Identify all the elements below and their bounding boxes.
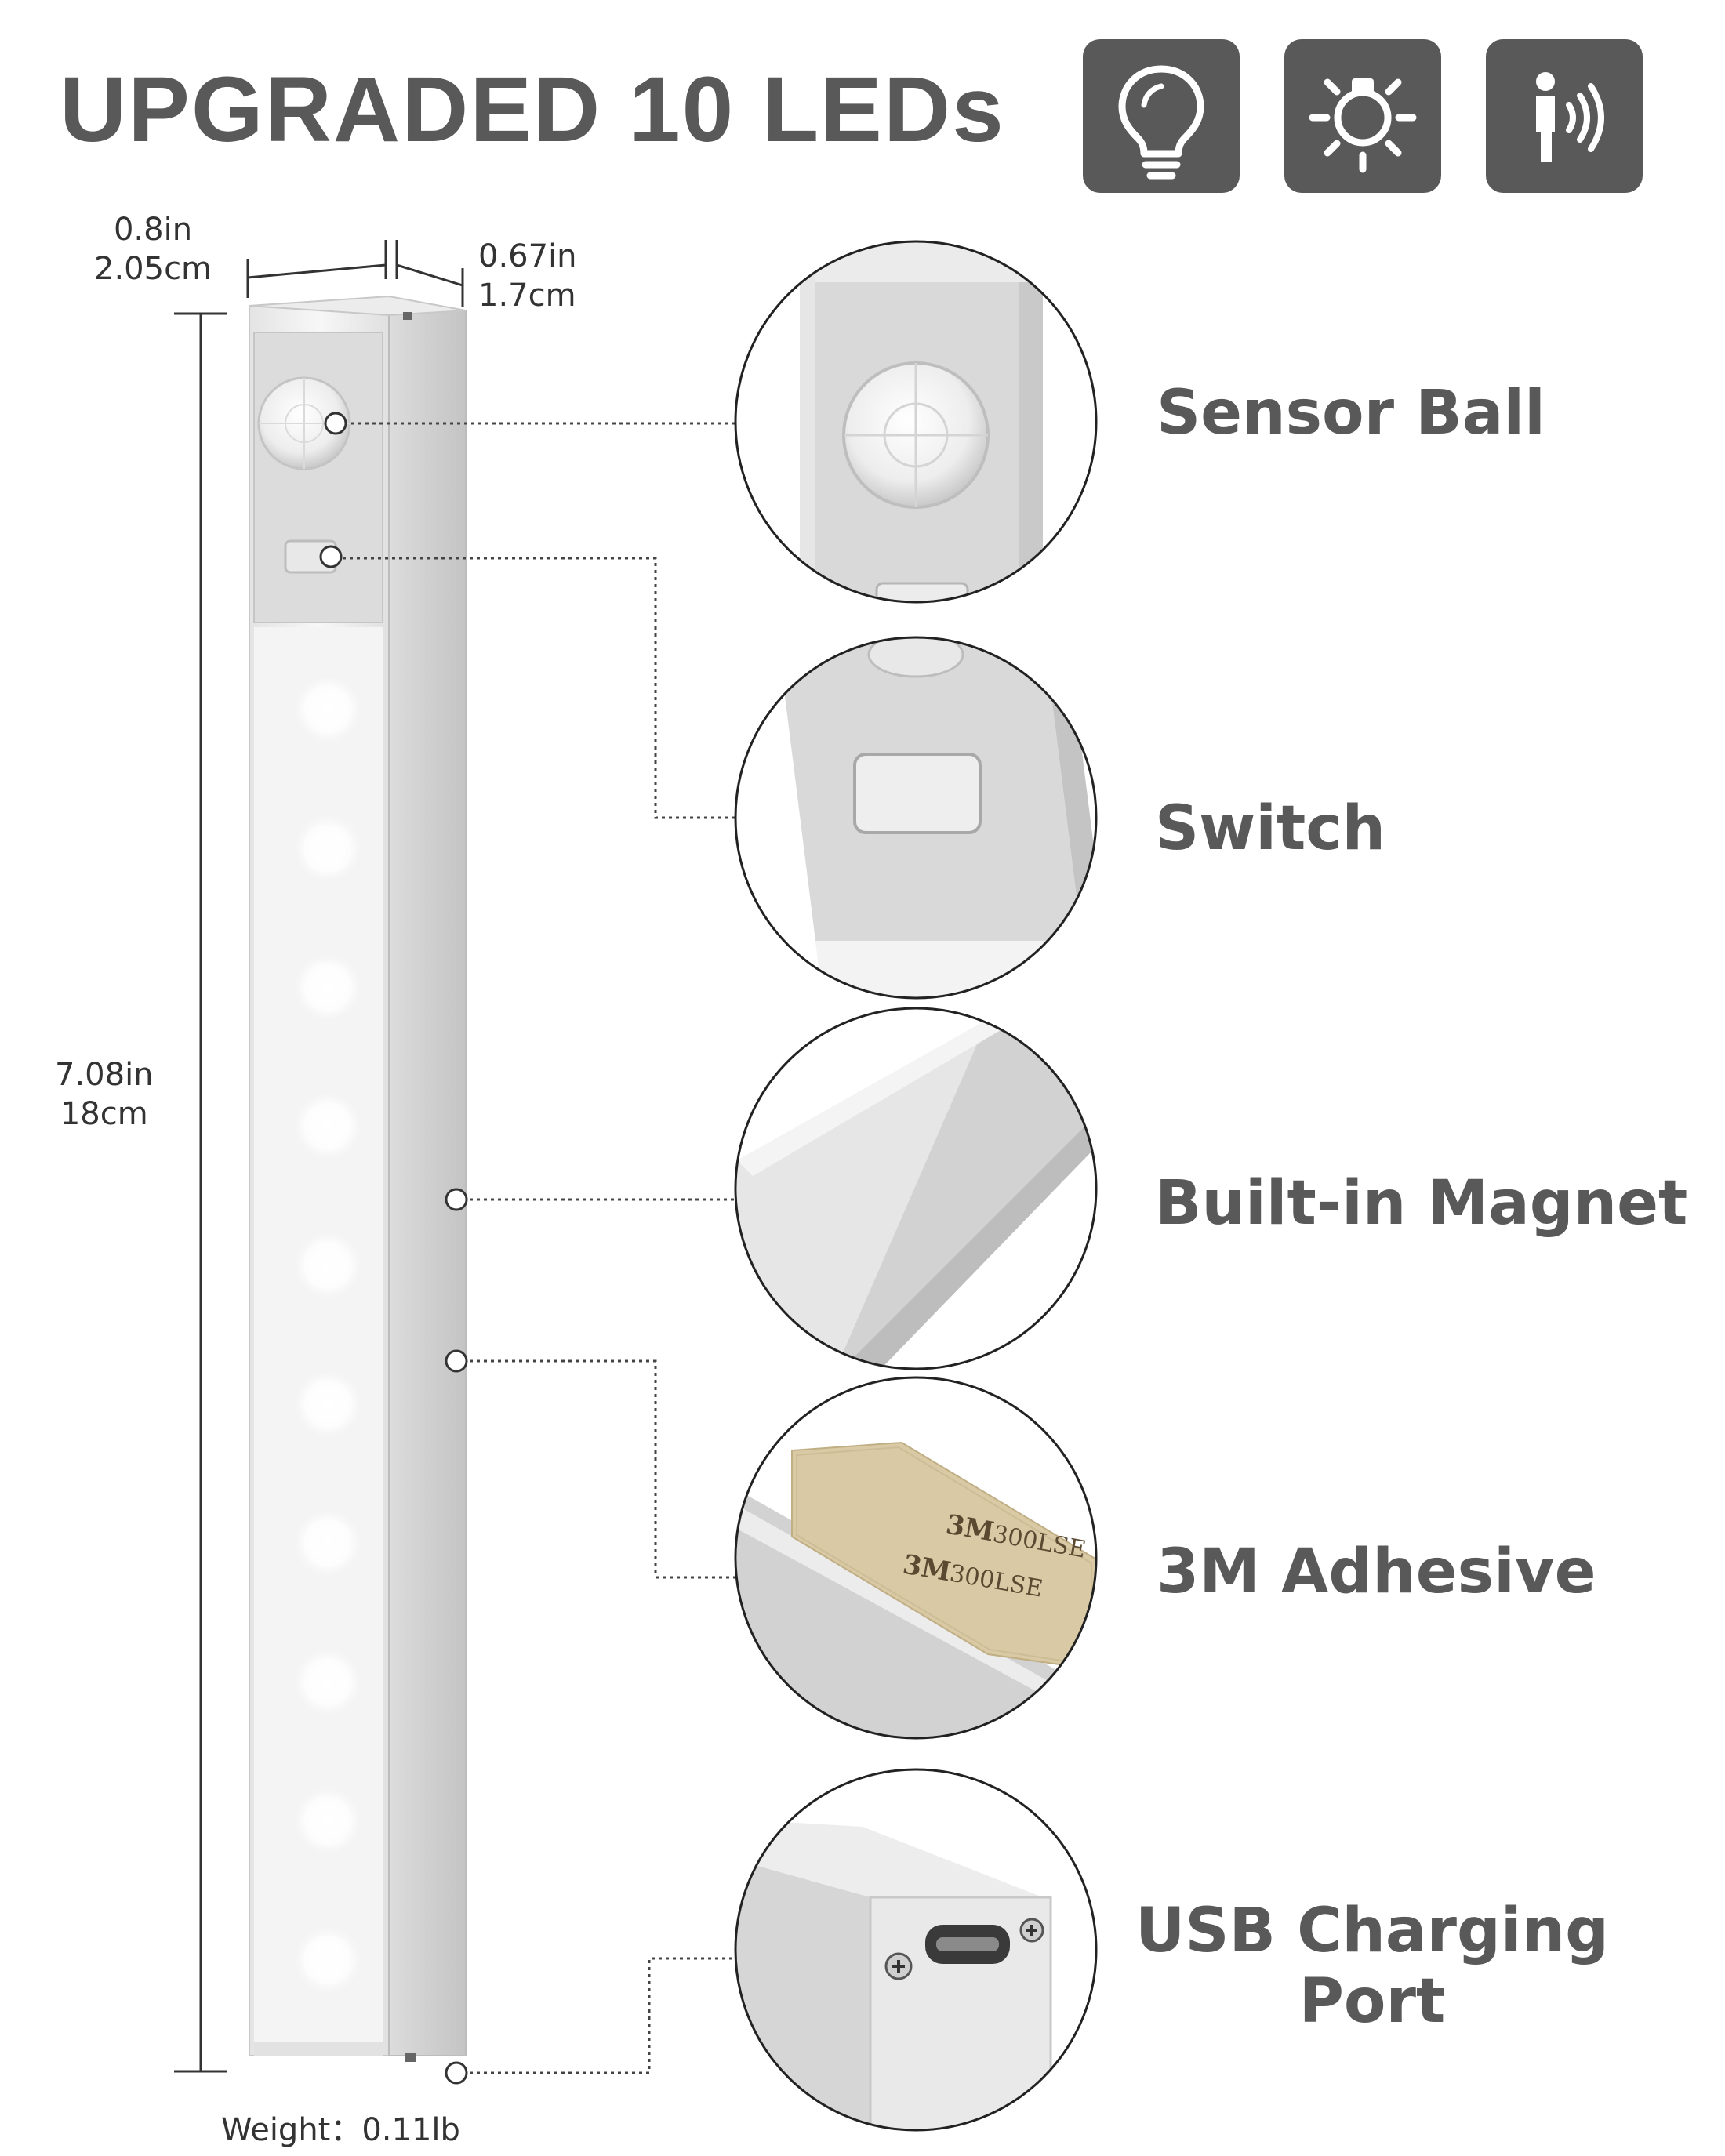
bulb-icon — [1118, 65, 1204, 180]
usb-label-line1: USB Charging — [1135, 1896, 1609, 1966]
usb-port-detail-circle — [734, 1768, 1098, 2132]
depth-cm-label: 1.7cm — [478, 278, 576, 314]
motion-mode-badge — [1486, 39, 1643, 193]
led-light-5 — [287, 1224, 369, 1306]
width-dimension: 0.8in 2.05cm — [94, 210, 212, 289]
led-light-8 — [287, 1641, 369, 1723]
built-in-magnet-label: Built-in Magnet — [1155, 1168, 1688, 1239]
length-dimension: 7.08in 18cm — [55, 1055, 154, 1134]
brightness-mode-badge — [1284, 39, 1441, 193]
usb-charging-port-label: USB Charging Port — [1129, 1896, 1615, 2037]
motion-sensor-icon — [1536, 72, 1604, 162]
depth-in-label: 0.67in — [478, 238, 577, 274]
led-light-4 — [287, 1085, 369, 1167]
led-light-2 — [287, 808, 369, 890]
bulb-mode-badge — [1083, 39, 1240, 193]
led-light-7 — [287, 1502, 369, 1584]
leader-dots — [319, 412, 468, 2085]
magnet-detail-circle — [734, 1007, 1098, 1370]
led-bar — [249, 295, 467, 2062]
width-cm-label: 2.05cm — [94, 251, 212, 287]
3m-adhesive-label: 3M Adhesive — [1157, 1537, 1596, 1607]
led-light-6 — [287, 1363, 369, 1446]
depth-dimension: 0.67in 1.7cm — [478, 237, 577, 315]
led-light-10 — [287, 1919, 369, 2001]
brightness-icon — [1309, 78, 1417, 173]
led-light-3 — [287, 946, 369, 1029]
leader-lines — [336, 422, 743, 2074]
sensor-detail-circle — [734, 240, 1098, 604]
led-array — [287, 669, 369, 2001]
led-light-1 — [287, 669, 369, 750]
page-title: UPGRADED 10 LEDs — [60, 58, 1005, 162]
switch-detail-circle — [734, 636, 1098, 1000]
weight-label: Weight：0.11lb — [221, 2112, 460, 2148]
dimension-lines — [174, 240, 464, 2073]
length-in-label: 7.08in — [55, 1057, 154, 1093]
usb-label-line2: Port — [1298, 1966, 1446, 2037]
switch-label: Switch — [1155, 793, 1386, 864]
width-in-label: 0.8in — [113, 212, 193, 248]
led-light-9 — [287, 1780, 369, 1862]
length-cm-label: 18cm — [60, 1096, 148, 1132]
sensor-ball-label: Sensor Ball — [1157, 378, 1545, 448]
adhesive-detail-circle: 3M 300LSE 3M 300LSE — [734, 1376, 1098, 1740]
